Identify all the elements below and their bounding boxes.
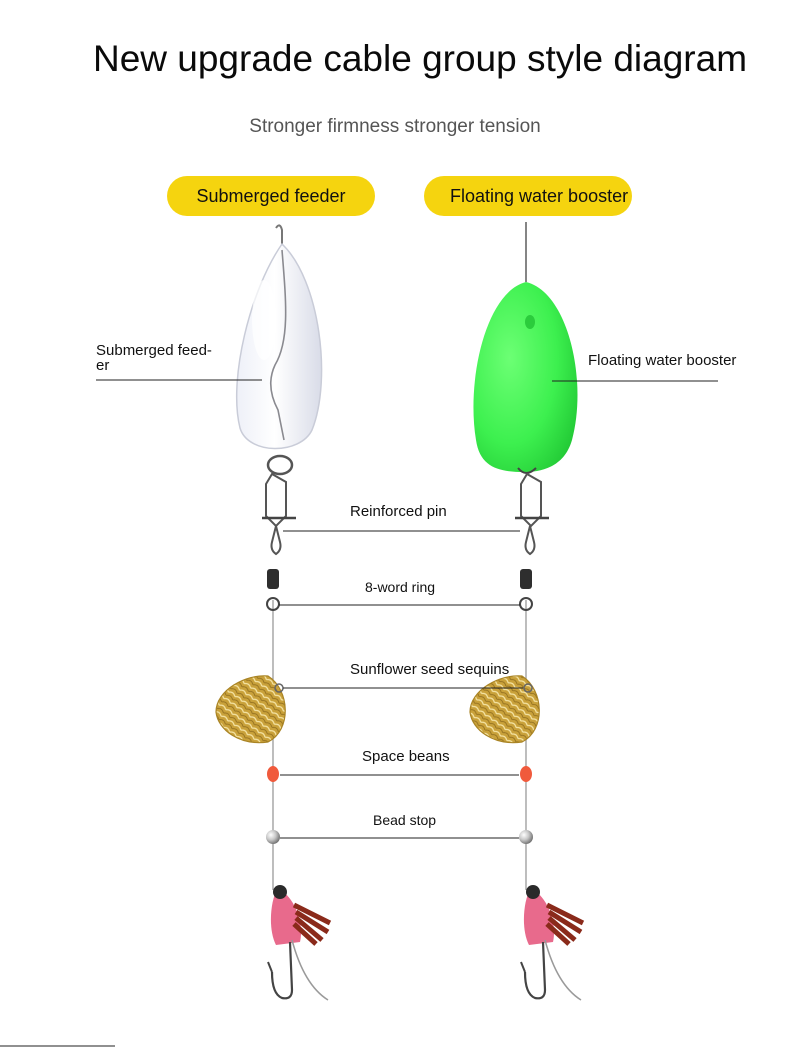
floating-booster-icon	[473, 282, 578, 474]
reinforced-pin-left-icon	[262, 472, 296, 556]
submerged-feeder-icon	[235, 224, 323, 476]
fly-hook-right-icon	[520, 885, 585, 1001]
bead-left-icon	[266, 830, 280, 844]
label-space-beans: Space beans	[362, 748, 450, 765]
callout-floating-booster: Floating water booster	[588, 352, 737, 369]
reinforced-pin-right-icon	[515, 472, 549, 556]
callout-left-line2: er	[96, 357, 110, 374]
bean-right-icon	[520, 766, 532, 782]
label-bead-stop: Bead stop	[373, 812, 437, 828]
bean-left-icon	[267, 766, 279, 782]
callout-left-line1: Submerged feed-	[96, 342, 212, 359]
page-subtitle: Stronger firmness stronger tension	[249, 116, 541, 137]
label-8-word-ring: 8-word ring	[365, 579, 436, 595]
swivel-right-icon	[519, 569, 533, 611]
callout-submerged-feeder: Submerged feed- er	[96, 343, 212, 373]
tag-submerged-feeder: Submerged feeder	[167, 176, 375, 216]
label-sunflower-seed-sequins: Sunflower seed sequins	[350, 661, 510, 678]
sequin-right-icon	[469, 675, 540, 744]
tag-floating-water-booster: Floating water booster	[424, 176, 632, 216]
bead-right-icon	[519, 830, 533, 844]
sequin-left-icon	[215, 675, 286, 744]
page-title: New upgrade cable group style diagram	[92, 38, 748, 79]
fly-hook-left-icon	[267, 885, 332, 1001]
swivel-left-icon	[266, 569, 280, 611]
label-reinforced-pin: Reinforced pin	[350, 503, 447, 520]
